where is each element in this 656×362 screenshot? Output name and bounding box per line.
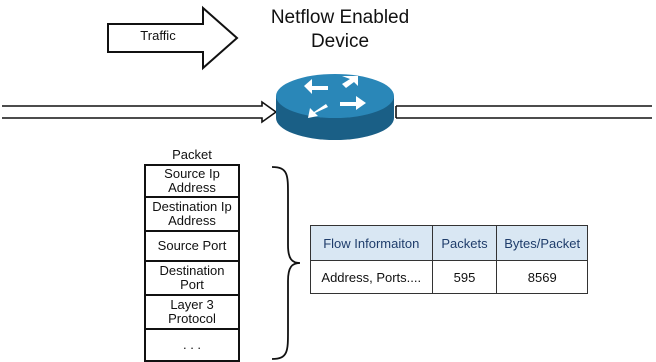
flow-table: Flow Informaiton Packets Bytes/Packet Ad… — [310, 225, 588, 294]
left-link-line — [2, 100, 278, 124]
header-bytes-per-packet: Bytes/Packet — [496, 225, 588, 261]
table-row: Address, Ports.... 595 8569 — [310, 260, 588, 294]
curly-brace — [271, 166, 301, 360]
traffic-arrow — [107, 5, 239, 71]
packet-title: Packet — [172, 147, 212, 162]
flow-table-header-row: Flow Informaiton Packets Bytes/Packet — [310, 225, 588, 261]
cell-flow-information: Address, Ports.... — [310, 260, 433, 294]
right-link-line — [395, 105, 652, 119]
packet-field-source-port: Source Port — [146, 232, 238, 262]
header-flow-information: Flow Informaiton — [310, 225, 433, 261]
packet-field-destination-port: Destination Port — [146, 262, 238, 296]
packet-field-ellipsis: . . . — [182, 337, 202, 352]
packet-field-destination-ip: Destination Ip Address — [146, 198, 238, 232]
device-title-line2: Device — [310, 31, 370, 52]
packet-stack: Source Ip Address Destination Ip Address… — [144, 164, 240, 362]
packet-field-layer3-protocol: Layer 3 Protocol — [146, 296, 238, 330]
packet-field-source-ip: Source Ip Address — [146, 166, 238, 198]
device-title: Netflow Enabled Device — [240, 6, 440, 54]
traffic-label: Traffic — [140, 28, 176, 43]
router-icon — [276, 74, 394, 140]
cell-packets: 595 — [431, 260, 498, 294]
cell-bytes-per-packet: 8569 — [496, 260, 588, 294]
device-title-line1: Netflow Enabled — [270, 7, 410, 28]
header-packets: Packets — [431, 225, 498, 261]
